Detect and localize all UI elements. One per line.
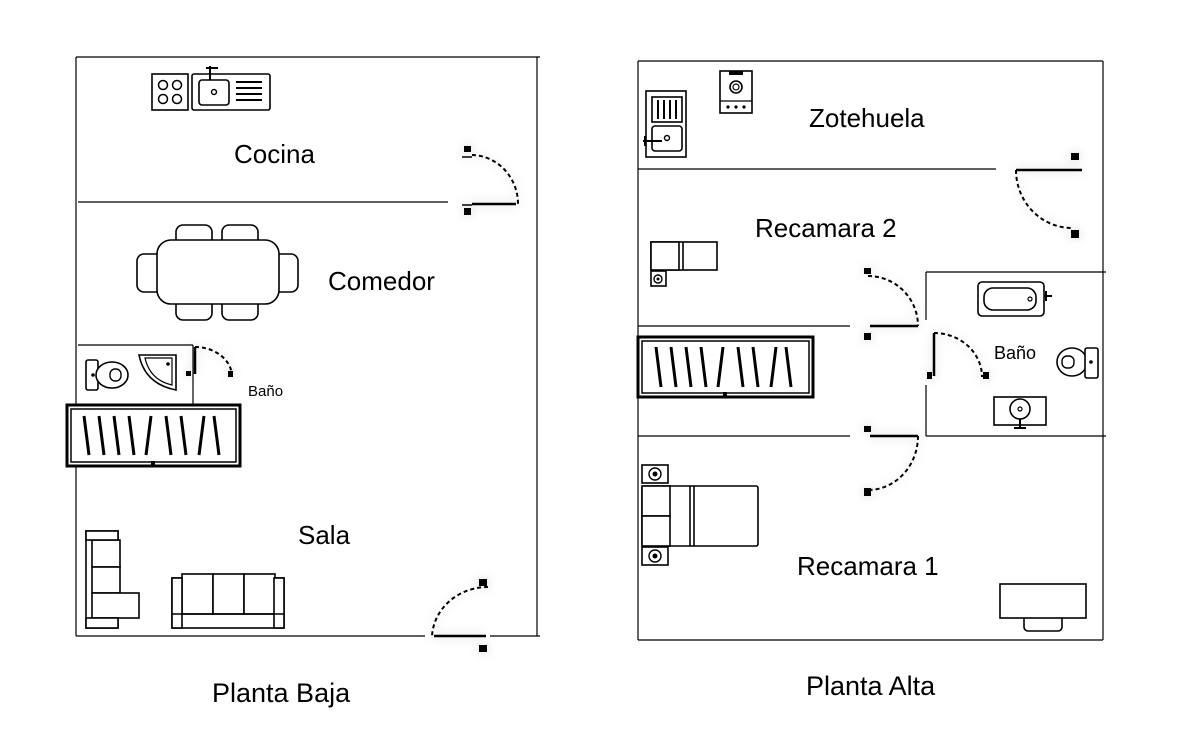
armchair-icon — [85, 530, 140, 629]
room-label-kitchen: Cocina — [234, 139, 315, 169]
door-icon — [186, 345, 233, 377]
door-icon — [431, 579, 489, 652]
bathtub-icon — [977, 281, 1052, 317]
door-icon — [864, 426, 919, 496]
shower-icon — [138, 354, 177, 391]
door-icon — [864, 268, 919, 340]
kitchen-sink-icon — [191, 66, 271, 111]
staircase-icon — [636, 335, 815, 399]
washing-machine-icon — [719, 70, 753, 114]
upper-floor-walls — [637, 60, 1106, 641]
dining-table-icon — [136, 224, 299, 321]
ground-floor-title: Planta Baja — [212, 678, 351, 708]
upper-floor-title: Planta Alta — [806, 671, 936, 701]
ground-floor-walls — [75, 56, 540, 637]
room-label-bathroom-upper: Baño — [994, 343, 1036, 363]
room-label-service-yard: Zotehuela — [809, 103, 925, 133]
toilet-icon — [85, 359, 129, 391]
room-label-living: Sala — [298, 520, 351, 550]
door-icon — [927, 332, 989, 379]
sofa-icon — [171, 573, 285, 629]
kitchen-stove-icon — [151, 73, 189, 111]
ground-floor-plan: Cocina Comedor — [65, 56, 540, 708]
desk-icon — [999, 583, 1087, 632]
double-bed-icon — [641, 464, 759, 566]
upper-floor-plan: Zotehuela Recamara 2 — [636, 60, 1106, 701]
room-label-bedroom-1: Recamara 1 — [797, 551, 939, 581]
room-label-bedroom-2: Recamara 2 — [755, 213, 897, 243]
door-icon — [1015, 153, 1082, 238]
room-label-dining: Comedor — [328, 266, 435, 296]
bathroom-sink-icon — [993, 396, 1047, 429]
single-bed-icon — [650, 241, 718, 287]
staircase-icon — [65, 403, 242, 468]
room-label-bathroom-ground: Baño — [248, 383, 283, 400]
laundry-sink-icon — [643, 90, 687, 158]
toilet-icon — [1056, 347, 1099, 379]
door-icon — [462, 146, 519, 215]
